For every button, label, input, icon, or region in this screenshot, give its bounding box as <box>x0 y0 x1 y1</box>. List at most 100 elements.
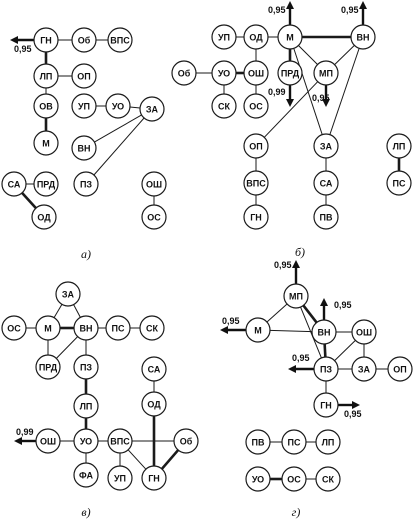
arrow-b-2: 0,99 <box>268 85 294 107</box>
node-label: ВН <box>318 328 331 338</box>
node-a-16: ОД <box>31 204 57 230</box>
node-label: М <box>286 33 294 43</box>
node-label: ВН <box>357 33 370 43</box>
node-label: ВПС <box>246 179 266 189</box>
node-label: УП <box>114 474 126 484</box>
node-a-0: ГН <box>33 27 59 53</box>
edge-a-7 <box>129 106 141 109</box>
node-label: ВПС <box>110 437 130 447</box>
node-c-9: ОД <box>141 391 167 417</box>
node-c-8: СА <box>141 356 167 382</box>
node-label: ГН <box>250 213 262 223</box>
node-c-7: ПЗ <box>73 354 99 380</box>
node-label: ПС <box>288 438 301 448</box>
arrow-d-0: 0,95 <box>274 260 300 284</box>
edge-d-10 <box>334 340 356 361</box>
edge-a-9 <box>93 117 145 176</box>
node-label: ПРД <box>281 69 300 79</box>
node-c-15: ФА <box>73 462 99 488</box>
node-label: ОШ <box>356 328 372 338</box>
node-a-7: УО <box>105 93 131 119</box>
node-label: ОС <box>287 475 301 485</box>
node-label: ОС <box>249 102 263 112</box>
edge-c-18 <box>160 449 180 470</box>
node-label: ОП <box>249 142 262 152</box>
node-c-13: ВПС <box>107 428 133 454</box>
node-a-13: ПЗ <box>73 171 99 197</box>
node-label: ГН <box>320 401 332 411</box>
node-b-7: ПРД <box>277 60 303 86</box>
node-label: УО <box>112 102 124 112</box>
node-label: ОД <box>37 213 51 223</box>
node-b-15: ГН <box>243 204 269 230</box>
node-label: ПЗ <box>80 363 92 373</box>
node-c-6: ПРД <box>35 354 61 380</box>
edge-b-12 <box>334 45 355 65</box>
node-b-1: ВН <box>350 24 376 50</box>
edge-d-0 <box>266 303 288 323</box>
arrow-d-3: 0,95 <box>288 353 314 373</box>
arrow-weight-b-0: 0,95 <box>268 5 286 15</box>
node-label: УП <box>218 33 230 43</box>
node-a-4: ОП <box>71 63 97 89</box>
node-a-9: М <box>33 130 59 156</box>
node-a-10: ВН <box>71 135 97 161</box>
node-c-4: ПС <box>105 315 131 341</box>
arrow-a-0: 0,95 <box>10 36 34 54</box>
arrow-weight-b-1: 0,95 <box>341 5 359 15</box>
node-label: ПЗ <box>320 365 332 375</box>
caption-c: в) <box>81 505 90 519</box>
node-label: М <box>42 139 50 149</box>
node-a-11: СА <box>1 171 27 197</box>
node-label: СА <box>148 365 161 375</box>
node-c-10: ЛП <box>73 393 99 419</box>
node-label: УП <box>78 102 90 112</box>
node-b-10: ОС <box>243 93 269 119</box>
node-d-3: ОШ <box>351 319 377 345</box>
node-b-6: ОШ <box>243 60 269 86</box>
node-b-14: СА <box>313 170 339 196</box>
node-label: ГН <box>148 474 160 484</box>
node-a-2: ВПС <box>107 27 133 53</box>
node-d-8: ПВ <box>245 429 271 455</box>
arrow-c-0: 0,99 <box>14 427 36 445</box>
arrow-weight-d-1: 0,95 <box>222 316 240 326</box>
node-label: ЛП <box>322 438 335 448</box>
node-label: ОШ <box>40 437 56 447</box>
arrow-weight-a-0: 0,95 <box>14 44 32 54</box>
node-d-9: ПС <box>281 429 307 455</box>
node-label: СА <box>320 179 333 189</box>
caption-a: а) <box>81 247 91 261</box>
node-label: Об <box>178 69 191 79</box>
node-label: ГН <box>40 36 52 46</box>
node-d-0: МП <box>283 283 309 309</box>
node-label: ОД <box>249 33 263 43</box>
node-d-2: ВН <box>311 319 337 345</box>
node-label: МП <box>289 292 303 302</box>
node-label: ОС <box>7 324 21 334</box>
edge-c-7 <box>56 336 78 359</box>
node-b-18: ПС <box>386 170 412 196</box>
node-c-5: СК <box>139 315 165 341</box>
node-a-3: ЛП <box>33 63 59 89</box>
node-c-1: ОС <box>1 315 27 341</box>
edge-b-11 <box>329 48 360 135</box>
node-label: СК <box>218 102 230 112</box>
node-label: ОВ <box>39 102 53 112</box>
caption-b: б) <box>295 245 305 259</box>
edge-d-3 <box>269 329 313 333</box>
arrow-weight-b-2: 0,99 <box>268 87 286 97</box>
node-c-16: УП <box>107 465 133 491</box>
node-label: ВН <box>78 144 91 154</box>
node-label: УО <box>80 437 92 447</box>
node-b-9: СК <box>211 93 237 119</box>
node-a-1: Об <box>71 27 97 53</box>
node-label: УО <box>218 69 230 79</box>
node-label: ПС <box>112 324 125 334</box>
arrow-weight-b-3: 0,95 <box>312 93 330 103</box>
node-label: ПВ <box>252 438 265 448</box>
